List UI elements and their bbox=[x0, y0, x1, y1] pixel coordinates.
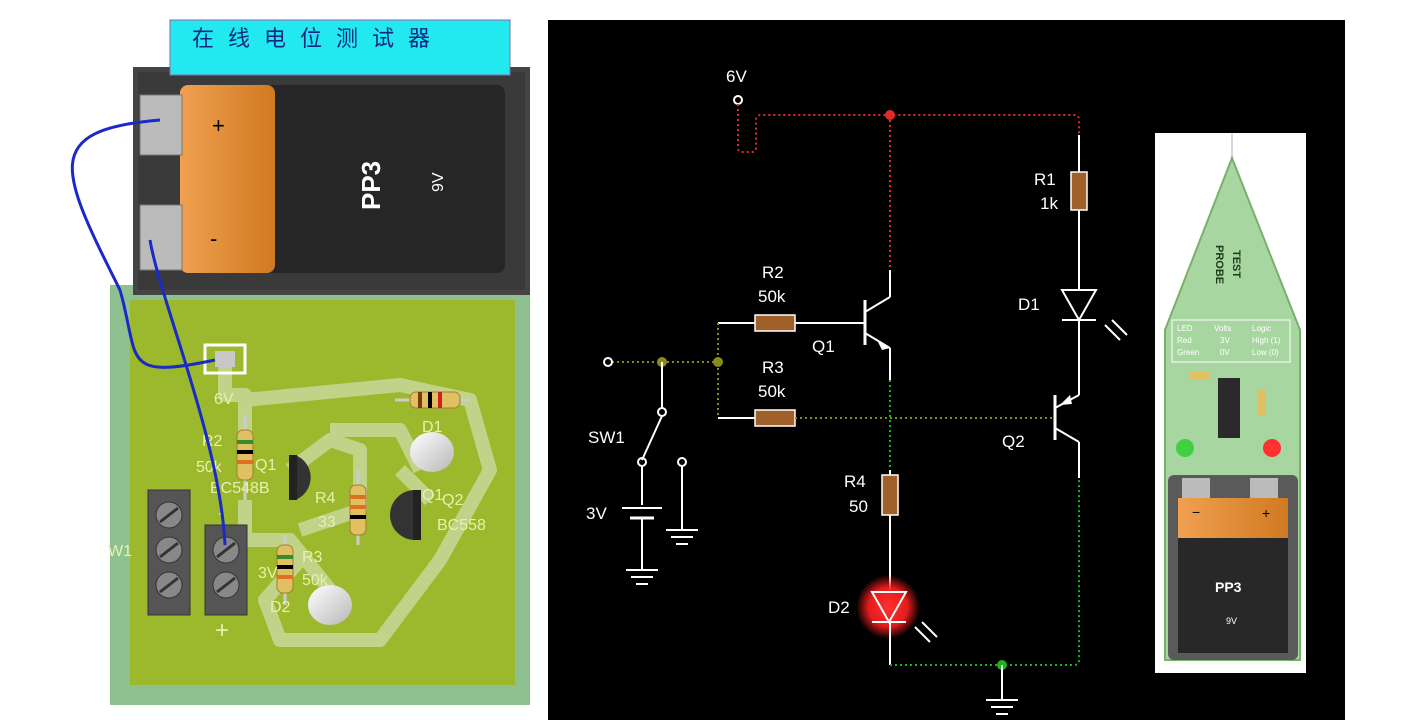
pcb-led-d2[interactable] bbox=[308, 585, 352, 625]
probe-legend-logic: Logic bbox=[1252, 324, 1271, 333]
pcb-label-r4-val: 33 bbox=[318, 514, 336, 531]
title-banner bbox=[169, 19, 511, 76]
pcb-label-d2: D2 bbox=[270, 599, 291, 616]
probe-battery-model: PP3 bbox=[1215, 579, 1242, 595]
schem-label-q1: Q1 bbox=[812, 337, 835, 356]
battery-model: PP3 bbox=[356, 161, 386, 210]
schem-label-d2: D2 bbox=[828, 598, 850, 617]
pcb-label-6v: 6V bbox=[214, 391, 234, 408]
pcb-resistor-r2[interactable] bbox=[236, 415, 254, 500]
pcb-label-r3-val: 50k bbox=[302, 572, 329, 589]
pcb-led-d1[interactable] bbox=[410, 432, 454, 472]
pcb-label-d1: D1 bbox=[422, 419, 443, 436]
probe-legend-green: Green bbox=[1177, 348, 1199, 357]
pcb-6v-pad-inner bbox=[215, 351, 235, 367]
probe-label-probe: PROBE bbox=[1213, 245, 1225, 284]
probe-legend-red: Red bbox=[1177, 336, 1192, 345]
schem-label-sw1: SW1 bbox=[588, 428, 625, 447]
probe-battery-minus: − bbox=[1192, 504, 1200, 520]
pcb-transistor-q2-flat bbox=[413, 490, 421, 540]
probe-legend-table bbox=[1171, 319, 1291, 363]
schem-resistor-r2[interactable] bbox=[754, 314, 796, 332]
battery-voltage: 9V bbox=[430, 172, 447, 192]
page-title: 在线电位测试器 bbox=[192, 26, 444, 51]
battery-minus: - bbox=[210, 226, 217, 251]
pcb-6v-pad[interactable] bbox=[203, 343, 247, 375]
schem-label-r2: R2 bbox=[762, 263, 784, 282]
battery-9v: + - PP3 9V bbox=[133, 67, 530, 295]
schem-switch-sw1[interactable] bbox=[641, 415, 663, 461]
schem-resistor-r1[interactable] bbox=[1070, 171, 1088, 211]
schem-probe-terminal[interactable] bbox=[603, 357, 613, 367]
pcb-label-r3: R3 bbox=[302, 549, 323, 566]
schem-label-r2-val: 50k bbox=[758, 287, 786, 306]
probe-legend-green-v: 0V bbox=[1220, 348, 1230, 357]
schem-label-r3-val: 50k bbox=[758, 382, 786, 401]
probe-resistor-a bbox=[1190, 372, 1210, 380]
probe-ic-chip bbox=[1218, 378, 1240, 438]
pcb-label-r4: R4 bbox=[315, 490, 336, 507]
schem-ground-battery bbox=[626, 569, 658, 585]
probe-photo: PROBE TEST LED Volts Logic Red 3V High (… bbox=[1155, 133, 1306, 673]
schem-label-6v: 6V bbox=[726, 67, 747, 86]
pcb-label-q2-type: BC558 bbox=[437, 517, 486, 534]
probe-led-red bbox=[1263, 439, 1281, 457]
pcb-label-3v: 3V bbox=[258, 565, 278, 582]
probe-led-green bbox=[1176, 439, 1194, 457]
pcb-transistor-q2[interactable] bbox=[390, 490, 415, 540]
pcb-resistor-r4[interactable] bbox=[349, 470, 367, 545]
pcb-label-q2: Q2 bbox=[442, 492, 463, 509]
probe-resistor-b bbox=[1258, 390, 1266, 416]
schem-resistor-r4[interactable] bbox=[881, 474, 899, 516]
pcb-label-q1-overlap: Q1 bbox=[422, 487, 443, 504]
schem-label-d1: D1 bbox=[1018, 295, 1040, 314]
probe-legend-led: LED bbox=[1177, 324, 1193, 333]
pcb-label-w1: W1 bbox=[108, 543, 132, 560]
pcb-resistor-r1[interactable] bbox=[395, 391, 470, 409]
probe-label-test: TEST bbox=[1230, 250, 1242, 278]
probe-legend-red-v: 3V bbox=[1220, 336, 1230, 345]
schem-led-glow-d2 bbox=[856, 575, 920, 639]
schem-resistor-r3[interactable] bbox=[754, 409, 796, 427]
pcb-assembly: 6V D1 R2 50k Q1 BC548B bbox=[70, 19, 530, 705]
schem-wire-6v bbox=[737, 104, 1080, 153]
schem-junction-6v bbox=[885, 110, 895, 120]
schem-diode-d2[interactable] bbox=[870, 591, 938, 643]
schem-label-r1: R1 bbox=[1034, 170, 1056, 189]
probe-battery-plus: + bbox=[1262, 505, 1270, 521]
pcb-transistor-q1-flat bbox=[289, 455, 297, 500]
pcb-label-q1: Q1 bbox=[255, 457, 276, 474]
wire-blue-positive bbox=[70, 118, 216, 369]
schem-label-r4: R4 bbox=[844, 472, 866, 491]
wire-blue-negative bbox=[148, 239, 227, 546]
pcb-resistor-r3[interactable] bbox=[276, 535, 294, 605]
battery-plus: + bbox=[212, 113, 225, 138]
schem-wire-ground bbox=[890, 478, 1080, 666]
pcb-label-q1-type: BC548B bbox=[210, 480, 270, 497]
schem-ground-switch bbox=[666, 529, 698, 545]
schem-label-r4-val: 50 bbox=[849, 497, 868, 516]
schem-ground-main bbox=[986, 699, 1018, 715]
schem-label-r1-val: 1k bbox=[1040, 194, 1058, 213]
probe-legend-volts: Volts bbox=[1214, 324, 1231, 333]
pcb-traces bbox=[218, 355, 497, 647]
pcb-label-plus: + bbox=[215, 617, 229, 644]
probe-legend-red-logic: High (1) bbox=[1252, 336, 1281, 345]
schem-label-q2: Q2 bbox=[1002, 432, 1025, 451]
schem-label-r3: R3 bbox=[762, 358, 784, 377]
pcb-transistor-q1[interactable] bbox=[295, 455, 311, 500]
pcb-label-r2-val: 50k bbox=[196, 459, 223, 476]
pcb-terminal-switch[interactable] bbox=[147, 489, 191, 616]
schem-transistor-q2[interactable] bbox=[1053, 394, 1080, 443]
probe-battery-voltage: 9V bbox=[1226, 616, 1237, 626]
schem-junction-resistors bbox=[713, 357, 723, 367]
probe-legend-green-logic: Low (0) bbox=[1252, 348, 1279, 357]
schem-label-3v: 3V bbox=[586, 504, 607, 523]
